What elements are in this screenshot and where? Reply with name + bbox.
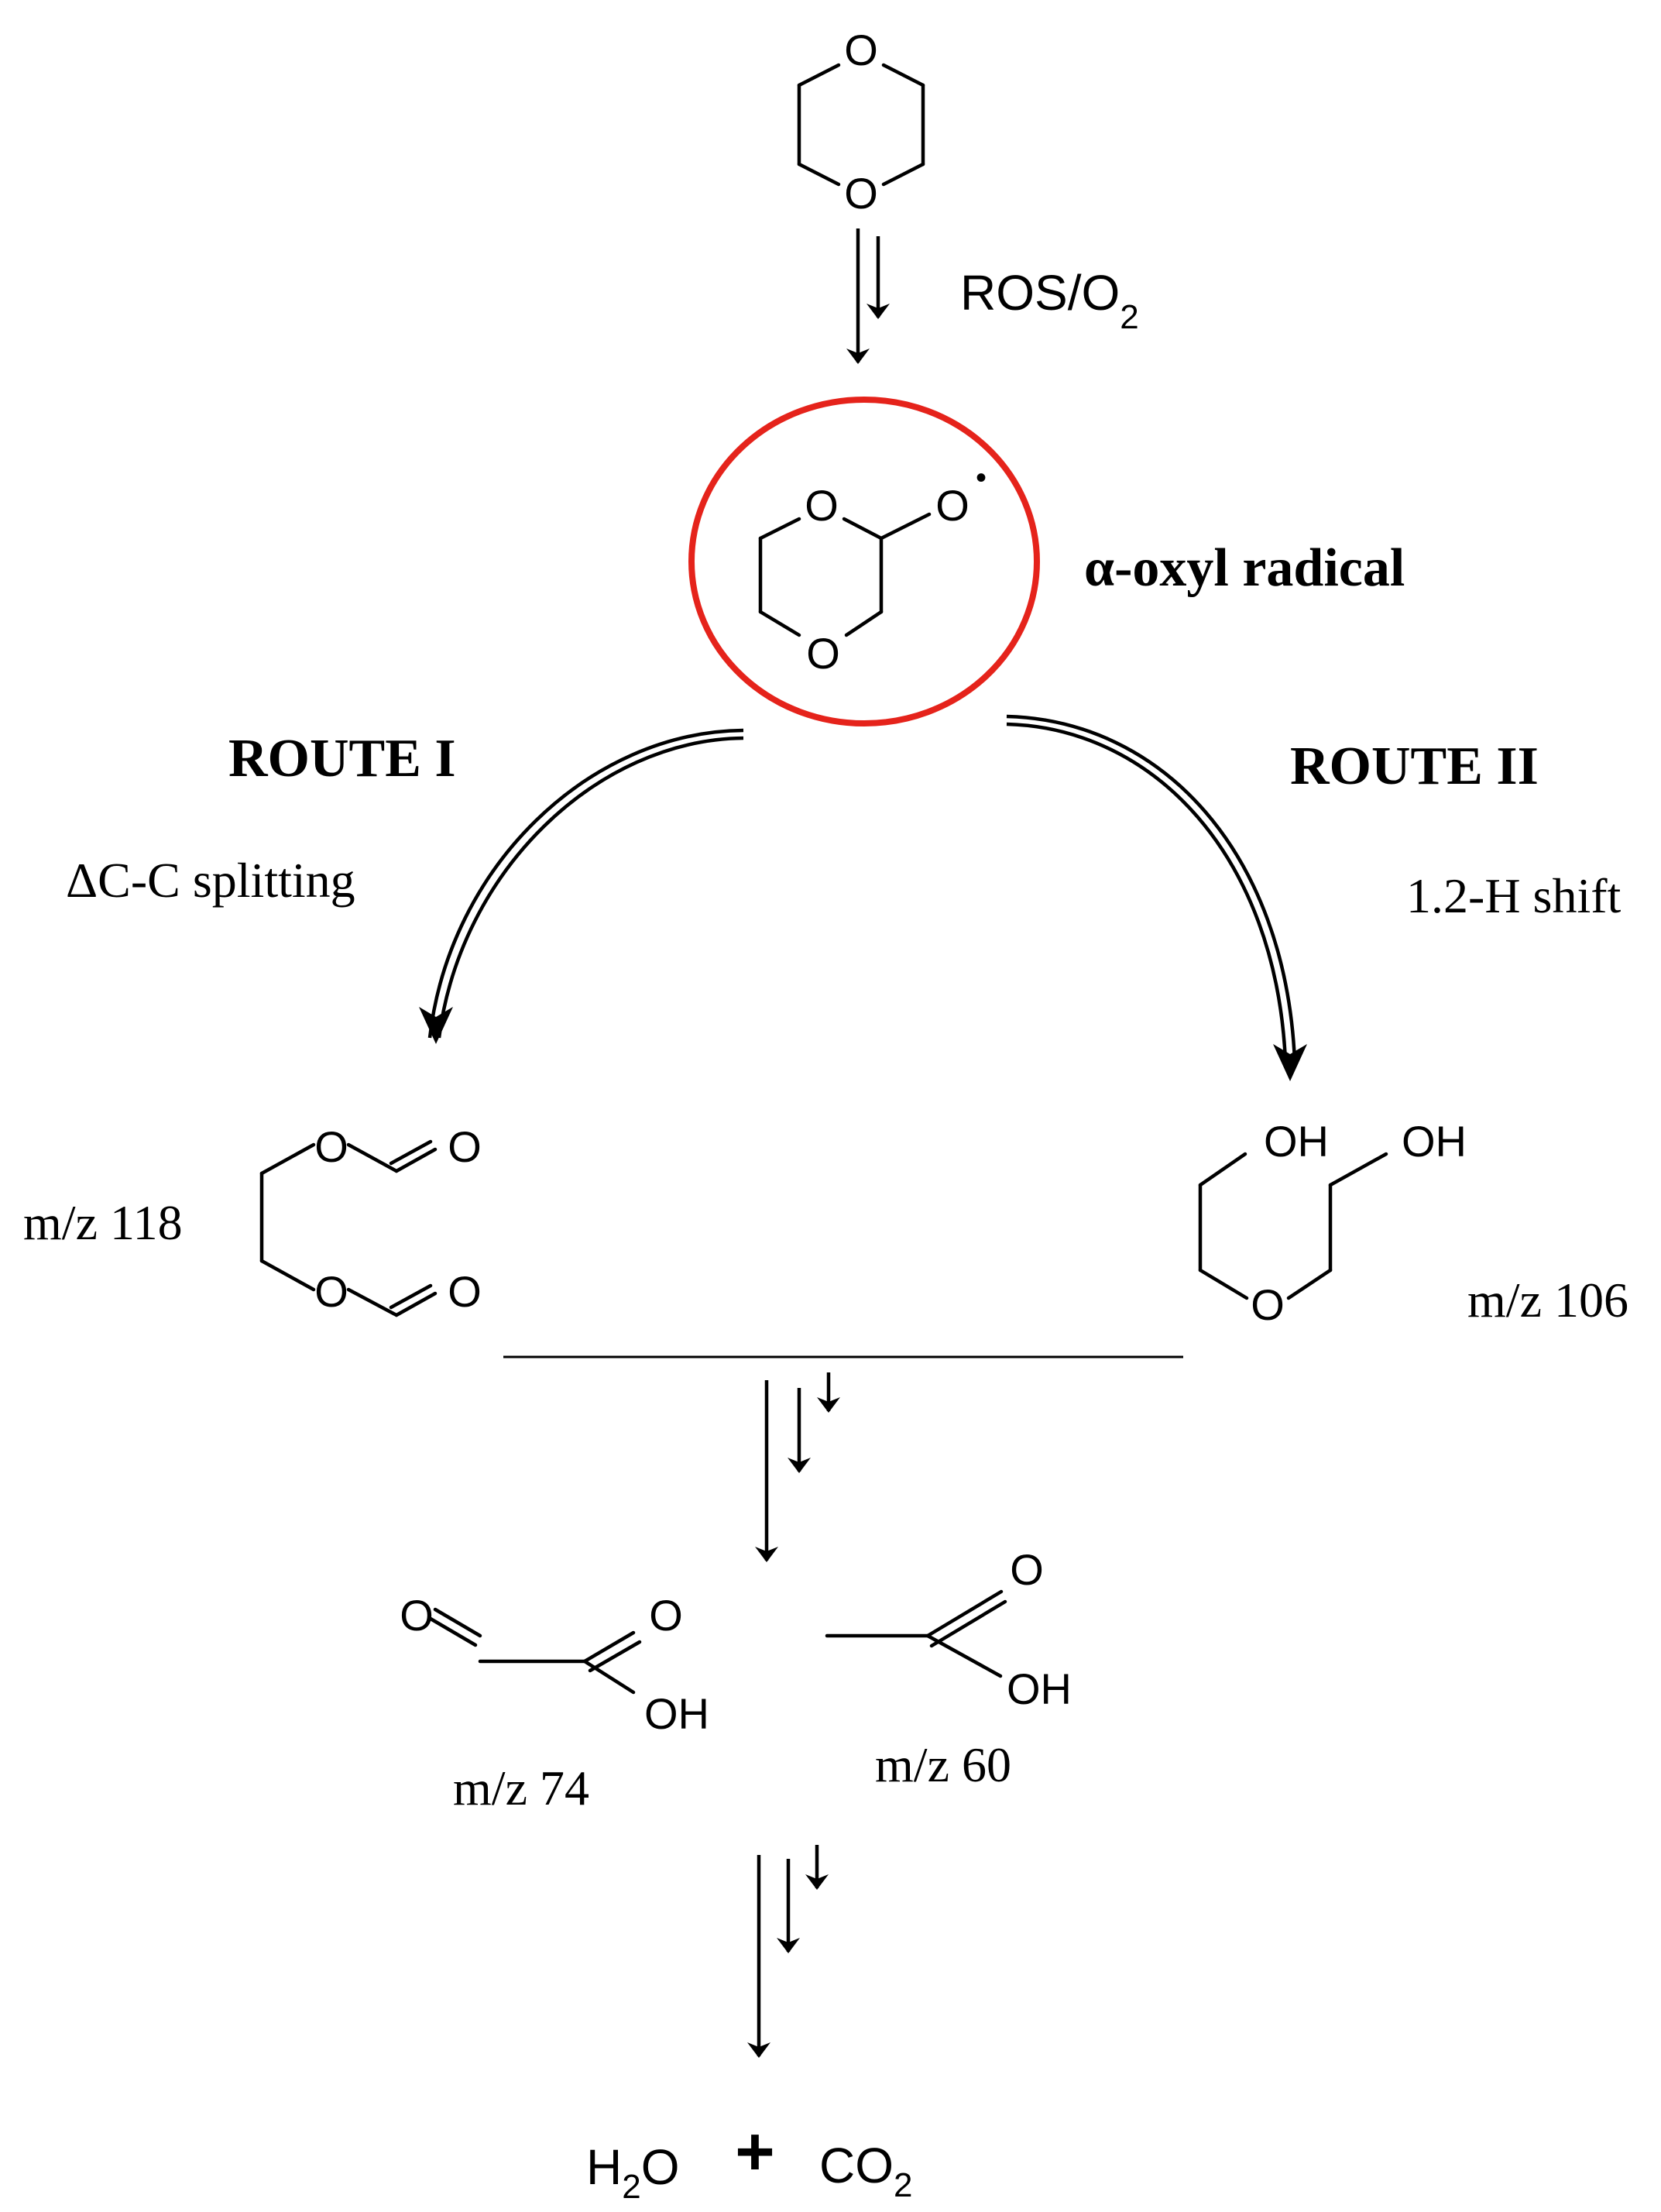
route-1-title: ROUTE I (228, 729, 456, 788)
product-106-label: m/z 106 (1467, 1273, 1628, 1328)
product-118-oxygen-1: O (314, 1122, 348, 1171)
product-74-structure: O O OH (400, 1591, 709, 1738)
final-products: H2O + CO2 (586, 2113, 912, 2206)
product-60-carbonyl-oxygen: O (1010, 1545, 1044, 1594)
radical-oxygen: O (935, 481, 969, 530)
product-74-aldehyde-oxygen: O (400, 1591, 434, 1640)
product-60-label: m/z 60 (875, 1737, 1011, 1792)
radical-highlight-circle (688, 397, 1040, 726)
product-106-oxygen: O (1251, 1280, 1285, 1329)
product-74-hydroxyl: OH (644, 1689, 709, 1738)
dioxane-oxygen-top: O (844, 26, 878, 74)
radical-label: α-oxyl radical (1084, 538, 1405, 598)
product-118-oxygen-4: O (448, 1267, 482, 1316)
co2-formula: CO2 (819, 2138, 912, 2204)
reagent-label: ROS/O2 (960, 265, 1139, 336)
product-106-hydroxyl-2: OH (1402, 1117, 1467, 1166)
product-60-structure: O OH (825, 1545, 1072, 1713)
route-2-step: 1.2-H shift (1406, 868, 1622, 923)
product-74-label: m/z 74 (453, 1760, 589, 1815)
product-106-hydroxyl-1: OH (1264, 1117, 1329, 1166)
product-60-hydroxyl: OH (1007, 1664, 1072, 1713)
product-118-structure: O O O O (259, 1122, 482, 1317)
product-106-structure: OH OH O (1198, 1117, 1467, 1329)
water-formula: H2O (586, 2139, 679, 2206)
svg-text:ROS/O2: ROS/O2 (960, 265, 1139, 336)
arrow-further-oxidation (755, 1372, 840, 1562)
route-1-arrow (419, 728, 744, 1044)
arrow-mineralization (747, 1845, 829, 2058)
route-2-arrow (1006, 714, 1307, 1081)
product-118-oxygen-2: O (448, 1122, 482, 1171)
product-118-label: m/z 118 (23, 1195, 183, 1250)
dioxane-oxygen-bottom: O (844, 169, 878, 218)
arrow-oxidation (846, 228, 890, 364)
alpha-oxyl-radical-structure: O O O • (758, 461, 987, 678)
product-74-carbonyl-oxygen: O (649, 1591, 683, 1640)
radical-dot: • (976, 461, 987, 495)
dioxane-structure: O O (797, 26, 925, 218)
radical-ring-oxygen-top: O (805, 481, 839, 530)
radical-ring-oxygen-bottom: O (806, 629, 840, 678)
route-1-step: ΔC-C splitting (66, 853, 355, 908)
route-2-title: ROUTE II (1290, 737, 1539, 796)
product-118-oxygen-3: O (314, 1267, 348, 1316)
plus-sign: + (735, 2113, 774, 2190)
